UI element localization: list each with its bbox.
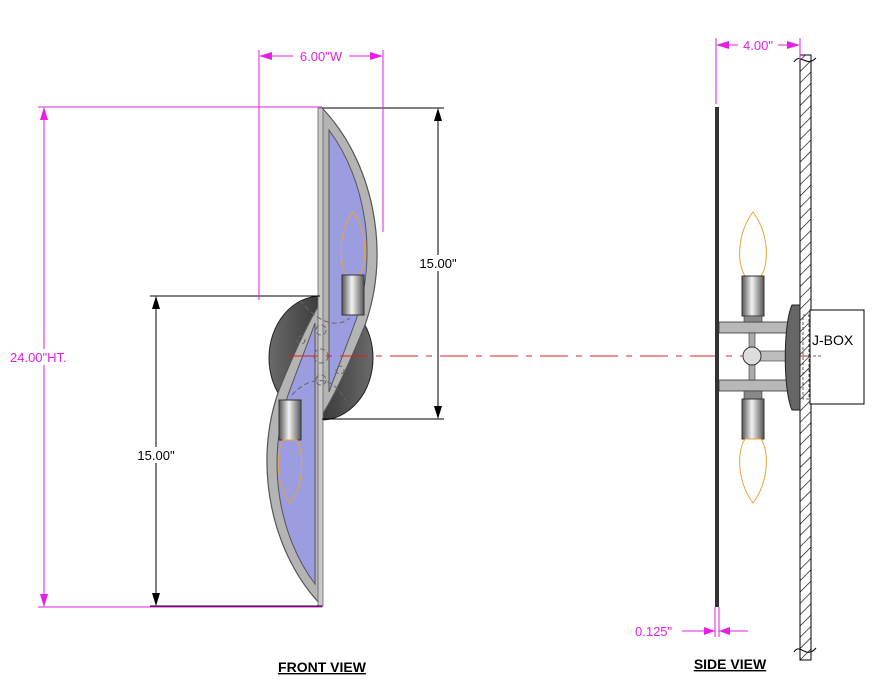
canopy-side — [784, 304, 801, 411]
lower-shade — [266, 297, 323, 608]
wall-break-bottom — [793, 647, 817, 653]
dim-depth — [715, 37, 801, 104]
dim-upper-15-label: 15.00" — [419, 256, 457, 271]
knuckle — [742, 346, 762, 366]
dim-width-label: 6.00"W — [300, 49, 343, 64]
side-bulb-lower-icon — [739, 438, 767, 504]
dim-lower-15 — [132, 296, 178, 606]
front-extension-lines — [150, 107, 444, 607]
side-socket-lower — [741, 398, 765, 440]
bulb-lower-icon — [277, 439, 303, 504]
arm-top — [718, 321, 792, 334]
front-view: 15.00" 15.00" 24.00"HT. 6.00 — [10, 48, 460, 608]
wall — [799, 54, 812, 661]
upper-shade — [321, 106, 378, 418]
jbox-label: J-BOX — [812, 332, 854, 348]
dim-upper-15 — [416, 108, 460, 419]
junction-box — [809, 309, 865, 405]
side-bulb-upper-icon — [739, 211, 767, 277]
arm-bottom — [718, 379, 792, 392]
side-plate — [715, 107, 719, 607]
dim-lower-15-label: 15.00" — [137, 448, 175, 463]
dim-height — [10, 106, 322, 608]
socket-upper — [341, 274, 365, 316]
front-view-title: FRONT VIEW — [278, 659, 367, 675]
dim-height-label: 24.00"HT. — [10, 350, 67, 365]
side-view: J-BOX 4.00" — [635, 37, 865, 661]
center-plate — [317, 107, 324, 607]
socket-lower — [278, 399, 302, 441]
dim-plate-thickness — [682, 607, 748, 637]
side-socket-lower-base — [743, 390, 763, 400]
mount-hardware — [802, 314, 822, 400]
wall-break-top — [793, 57, 817, 63]
dim-depth-label: 4.00" — [743, 38, 773, 53]
side-socket-upper-base — [743, 315, 763, 323]
dim-width — [258, 48, 384, 300]
side-socket-upper — [741, 275, 765, 317]
dim-plate-thickness-label: 0.125" — [635, 624, 673, 639]
side-view-title: SIDE VIEW — [694, 656, 767, 672]
